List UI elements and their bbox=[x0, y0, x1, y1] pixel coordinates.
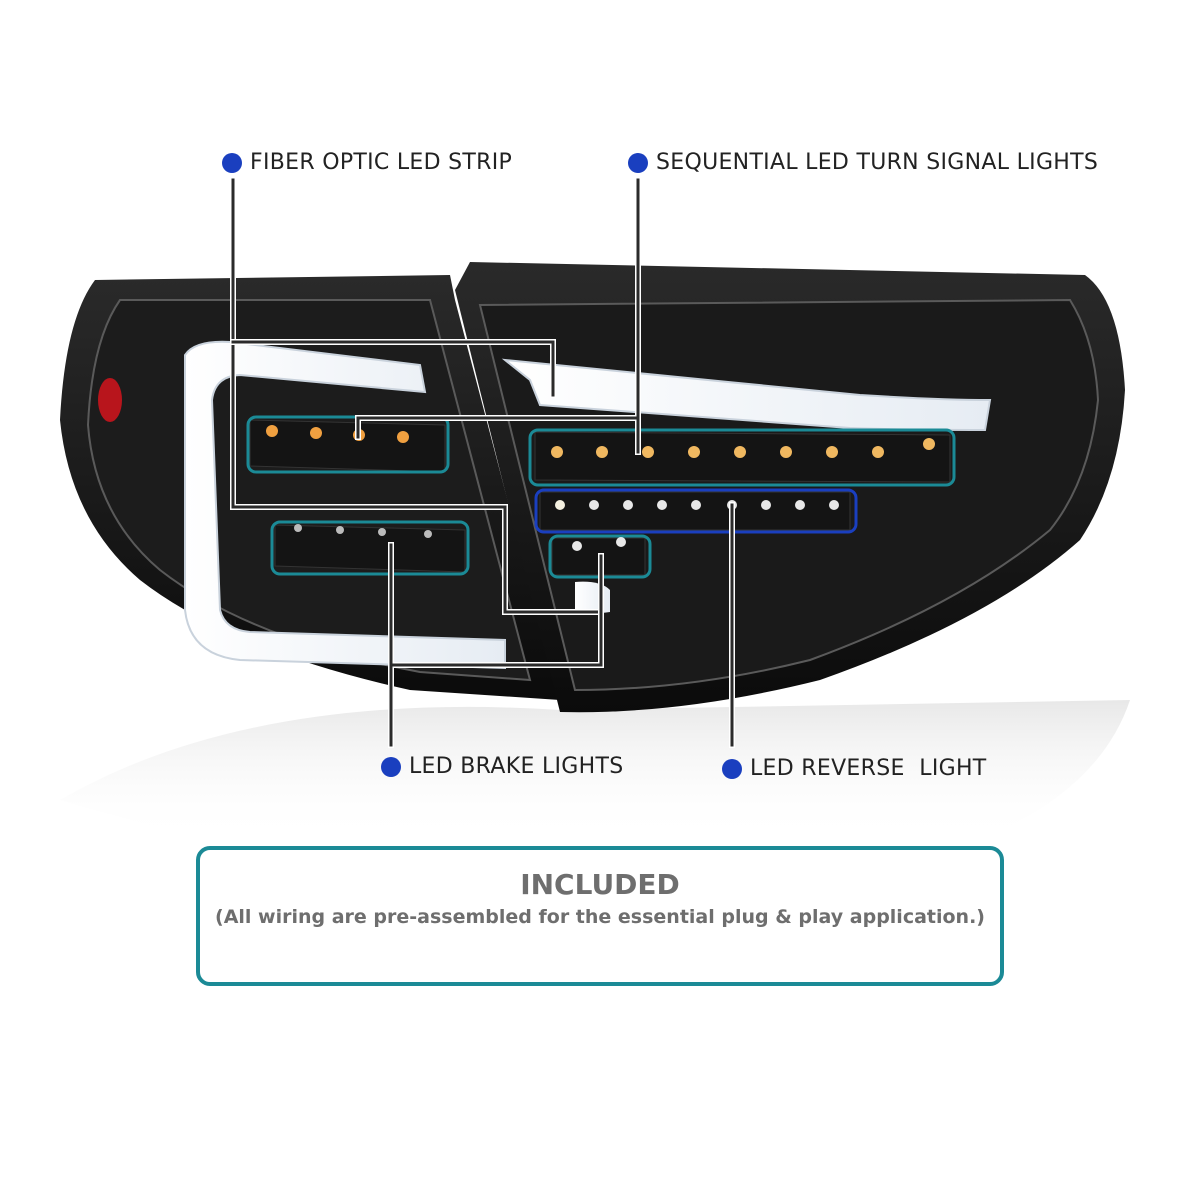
callout-turn-signal: SEQUENTIAL LED TURN SIGNAL LIGHTS bbox=[628, 150, 1098, 175]
callout-label: FIBER OPTIC LED STRIP bbox=[250, 150, 513, 175]
fiber-tube-right bbox=[501, 358, 992, 432]
included-title: INCLUDED bbox=[520, 868, 680, 901]
highlight-brake-left bbox=[270, 520, 470, 576]
callout-label: LED BRAKE LIGHTS bbox=[409, 754, 624, 779]
callout-label: LED REVERSE LIGHT bbox=[750, 756, 987, 781]
bullet-dot-icon bbox=[381, 756, 401, 777]
bullet-dot-icon bbox=[628, 152, 648, 173]
highlight-reverse bbox=[534, 488, 858, 534]
highlight-turn-right bbox=[528, 428, 956, 487]
included-subtitle: (All wiring are pre-assembled for the es… bbox=[215, 906, 985, 928]
bullet-dot-icon bbox=[222, 152, 242, 173]
callout-reverse: LED REVERSE LIGHT bbox=[722, 756, 987, 781]
callout-brake: LED BRAKE LIGHTS bbox=[381, 754, 624, 779]
callout-fiber-optic: FIBER OPTIC LED STRIP bbox=[222, 150, 512, 175]
included-box: INCLUDED (All wiring are pre-assembled f… bbox=[196, 846, 1004, 986]
fiber-tube-left bbox=[184, 340, 506, 670]
reflection bbox=[60, 700, 1130, 840]
red-reflector bbox=[98, 378, 122, 422]
callout-label: SEQUENTIAL LED TURN SIGNAL LIGHTS bbox=[656, 150, 1099, 175]
bullet-dot-icon bbox=[722, 758, 742, 779]
highlight-turn-left bbox=[246, 415, 450, 474]
leader-lines bbox=[230, 177, 735, 748]
